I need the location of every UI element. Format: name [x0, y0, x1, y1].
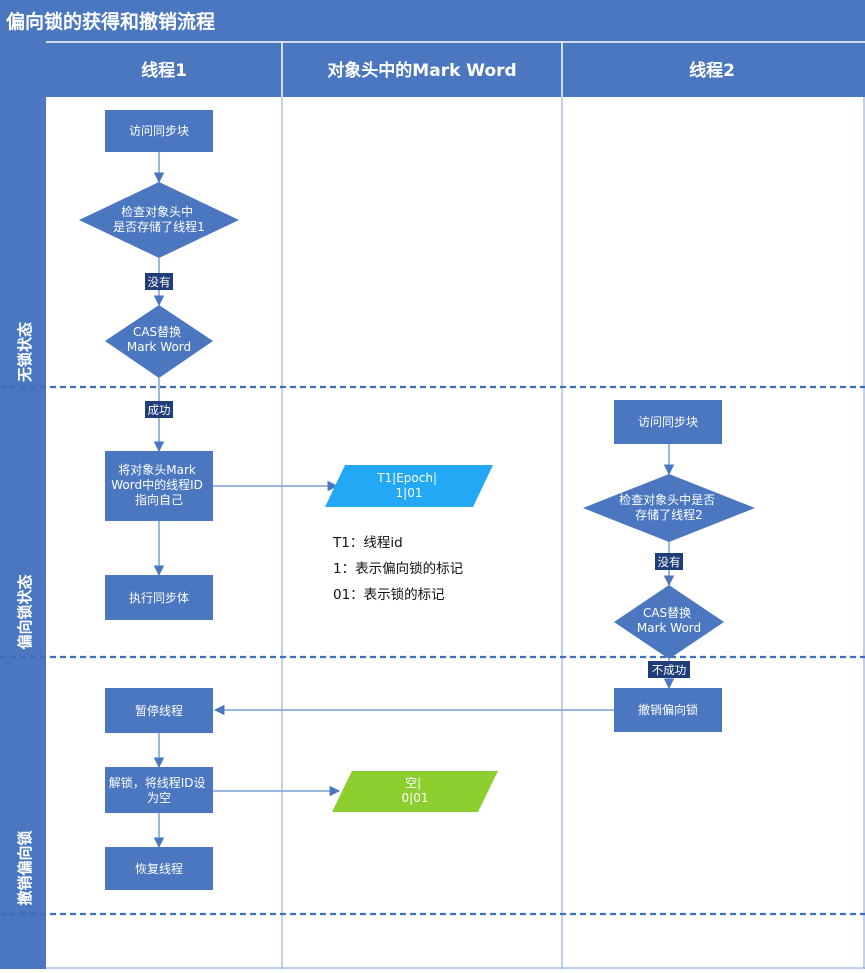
svg-text:将对象头Mark Word中的线程ID 指向: 将对象头Mark Word中的线程ID 指向自己 [111, 463, 206, 507]
phase-sidebar [0, 42, 46, 969]
svg-text:恢复线程: 恢复线程 [135, 861, 183, 876]
node-t1-check [79, 182, 239, 258]
node-markword-empty [332, 771, 498, 812]
node-text: 解锁，将线程ID设 [109, 775, 206, 790]
node-text: 检查对象头中 [121, 204, 193, 219]
node-text: 恢复线程 [135, 861, 183, 876]
column-header-thread2: 线程2 [689, 60, 735, 81]
svg-text:访问同步块: 访问同步块 [638, 415, 698, 429]
node-t2-visit [614, 400, 722, 444]
edge-label-fail: 不成功 [652, 663, 687, 677]
node-text: 指向自己 [135, 492, 183, 507]
node-text: 1|01 [396, 486, 423, 500]
edge-label-success: 成功 [148, 403, 171, 417]
node-t1-exec [105, 575, 213, 620]
node-text: 撤销偏向锁 [638, 702, 698, 717]
legend-note: T1：线程id [332, 535, 403, 551]
node-t2-cas [614, 585, 724, 659]
node-text: 为空 [147, 791, 171, 805]
column-header-markword: 对象头中的Mark Word [327, 60, 516, 81]
node-text: 存储了线程2 [635, 507, 703, 522]
node-text: 空| [405, 776, 421, 790]
column-header-thread1: 线程1 [141, 60, 187, 81]
column-header-bar [46, 42, 865, 97]
node-t1-cas [105, 305, 213, 378]
page-title: 偏向锁的获得和撤销流程 [6, 10, 215, 33]
node-text: 暂停线程 [135, 703, 183, 718]
node-text: 0|01 [402, 791, 429, 805]
node-text: T1|Epoch| [376, 471, 437, 485]
node-text: 执行同步体 [129, 591, 189, 605]
title-bar [0, 0, 865, 42]
node-text: 访问同步块 [638, 415, 698, 429]
phase-label-revoke: 撤销偏向锁 [16, 830, 34, 905]
edge-label-no: 没有 [148, 275, 171, 289]
svg-text:检查对象头中是否 存储了线程2: 检查对象头中是否 存储了线程2 [619, 492, 719, 522]
node-t2-revoke [614, 688, 722, 732]
svg-text:访问同步块: 访问同步块 [129, 124, 189, 138]
svg-text:T1：线程id 1：表示偏向锁的标记 01：: T1：线程id 1：表示偏向锁的标记 01：表示锁的标记 [332, 535, 467, 603]
svg-text:CAS替换 Mark Word: CAS替换 Mark Word [127, 325, 191, 354]
node-t1-resume [105, 847, 213, 890]
node-t2-check [583, 474, 755, 542]
node-text: 是否存储了线程1 [113, 219, 205, 234]
node-text: CAS替换 [643, 606, 691, 620]
node-t1-visit [105, 110, 213, 152]
svg-text:CAS替换 Mark Word: CAS替换 Mark Word [637, 606, 701, 635]
legend-note: 1：表示偏向锁的标记 [333, 561, 463, 577]
node-text: CAS替换 [133, 325, 181, 339]
svg-text:检查对象头中 是否存储了线程1: 检查对象头中 是否存储了线程1 [113, 204, 205, 234]
node-t1-setid [105, 451, 213, 521]
svg-text:空| 0|01: 空| 0|01 [402, 776, 429, 805]
svg-text:T1|Epoch| 1|01: T1|Epoch| 1|01 [376, 471, 441, 500]
node-text: 访问同步块 [129, 124, 189, 138]
phase-label-unlocked: 无锁状态 [16, 322, 34, 383]
node-text: 检查对象头中是否 [619, 492, 715, 507]
node-t1-pause [105, 688, 213, 733]
svg-text:撤销偏向锁: 撤销偏向锁 [638, 702, 698, 717]
node-t1-unlock [105, 767, 213, 813]
edge-label-no: 没有 [658, 555, 681, 569]
node-text: Word中的线程ID [111, 477, 203, 492]
svg-text:执行同步体: 执行同步体 [129, 591, 189, 605]
node-text: 将对象头Mark [118, 463, 196, 477]
node-text: Mark Word [127, 340, 191, 354]
svg-text:暂停线程: 暂停线程 [135, 703, 183, 718]
node-text: Mark Word [637, 621, 701, 635]
svg-text:解锁，将线程ID设 为空: 解锁，将线程ID设 为空 [109, 775, 210, 805]
node-markword-biased [325, 465, 493, 507]
phase-label-biased: 偏向锁状态 [16, 574, 34, 649]
legend-note: 01：表示锁的标记 [333, 587, 445, 603]
